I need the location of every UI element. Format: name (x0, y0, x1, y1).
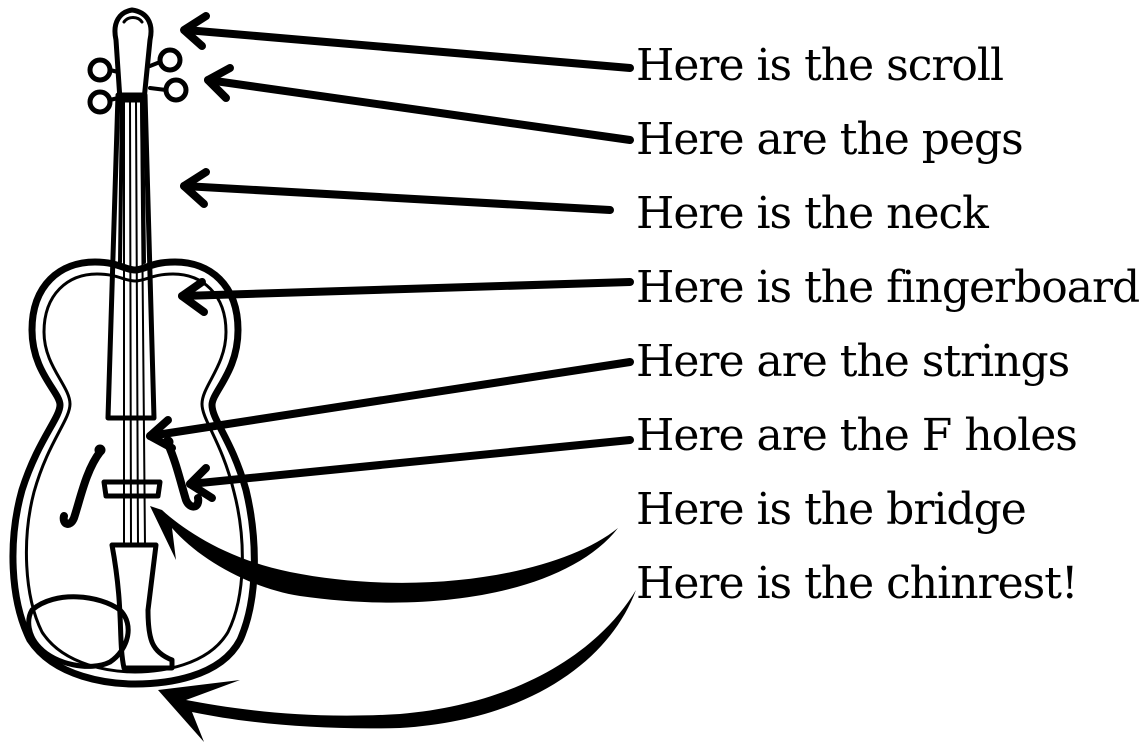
pegs-arrow (208, 80, 630, 140)
bridge-arrow (150, 506, 618, 603)
label-chinrest: Here is the chinrest! (636, 558, 1078, 610)
label-strings: Here are the strings (636, 336, 1069, 388)
f-holes-arrow (190, 440, 630, 484)
label-pegs: Here are the pegs (636, 114, 1023, 166)
scroll-arrow (186, 30, 630, 68)
label-fingerboard: Here is the fingerboard (636, 262, 1139, 314)
label-neck: Here is the neck (636, 188, 988, 240)
chinrest-arrow (158, 590, 636, 742)
label-bridge: Here is the bridge (636, 484, 1026, 536)
label-scroll: Here is the scroll (636, 40, 1003, 92)
fingerboard-arrow (182, 282, 630, 296)
neck-arrow (184, 186, 610, 210)
strings-arrow (150, 362, 630, 436)
label-f-holes: Here are the F holes (636, 410, 1077, 462)
